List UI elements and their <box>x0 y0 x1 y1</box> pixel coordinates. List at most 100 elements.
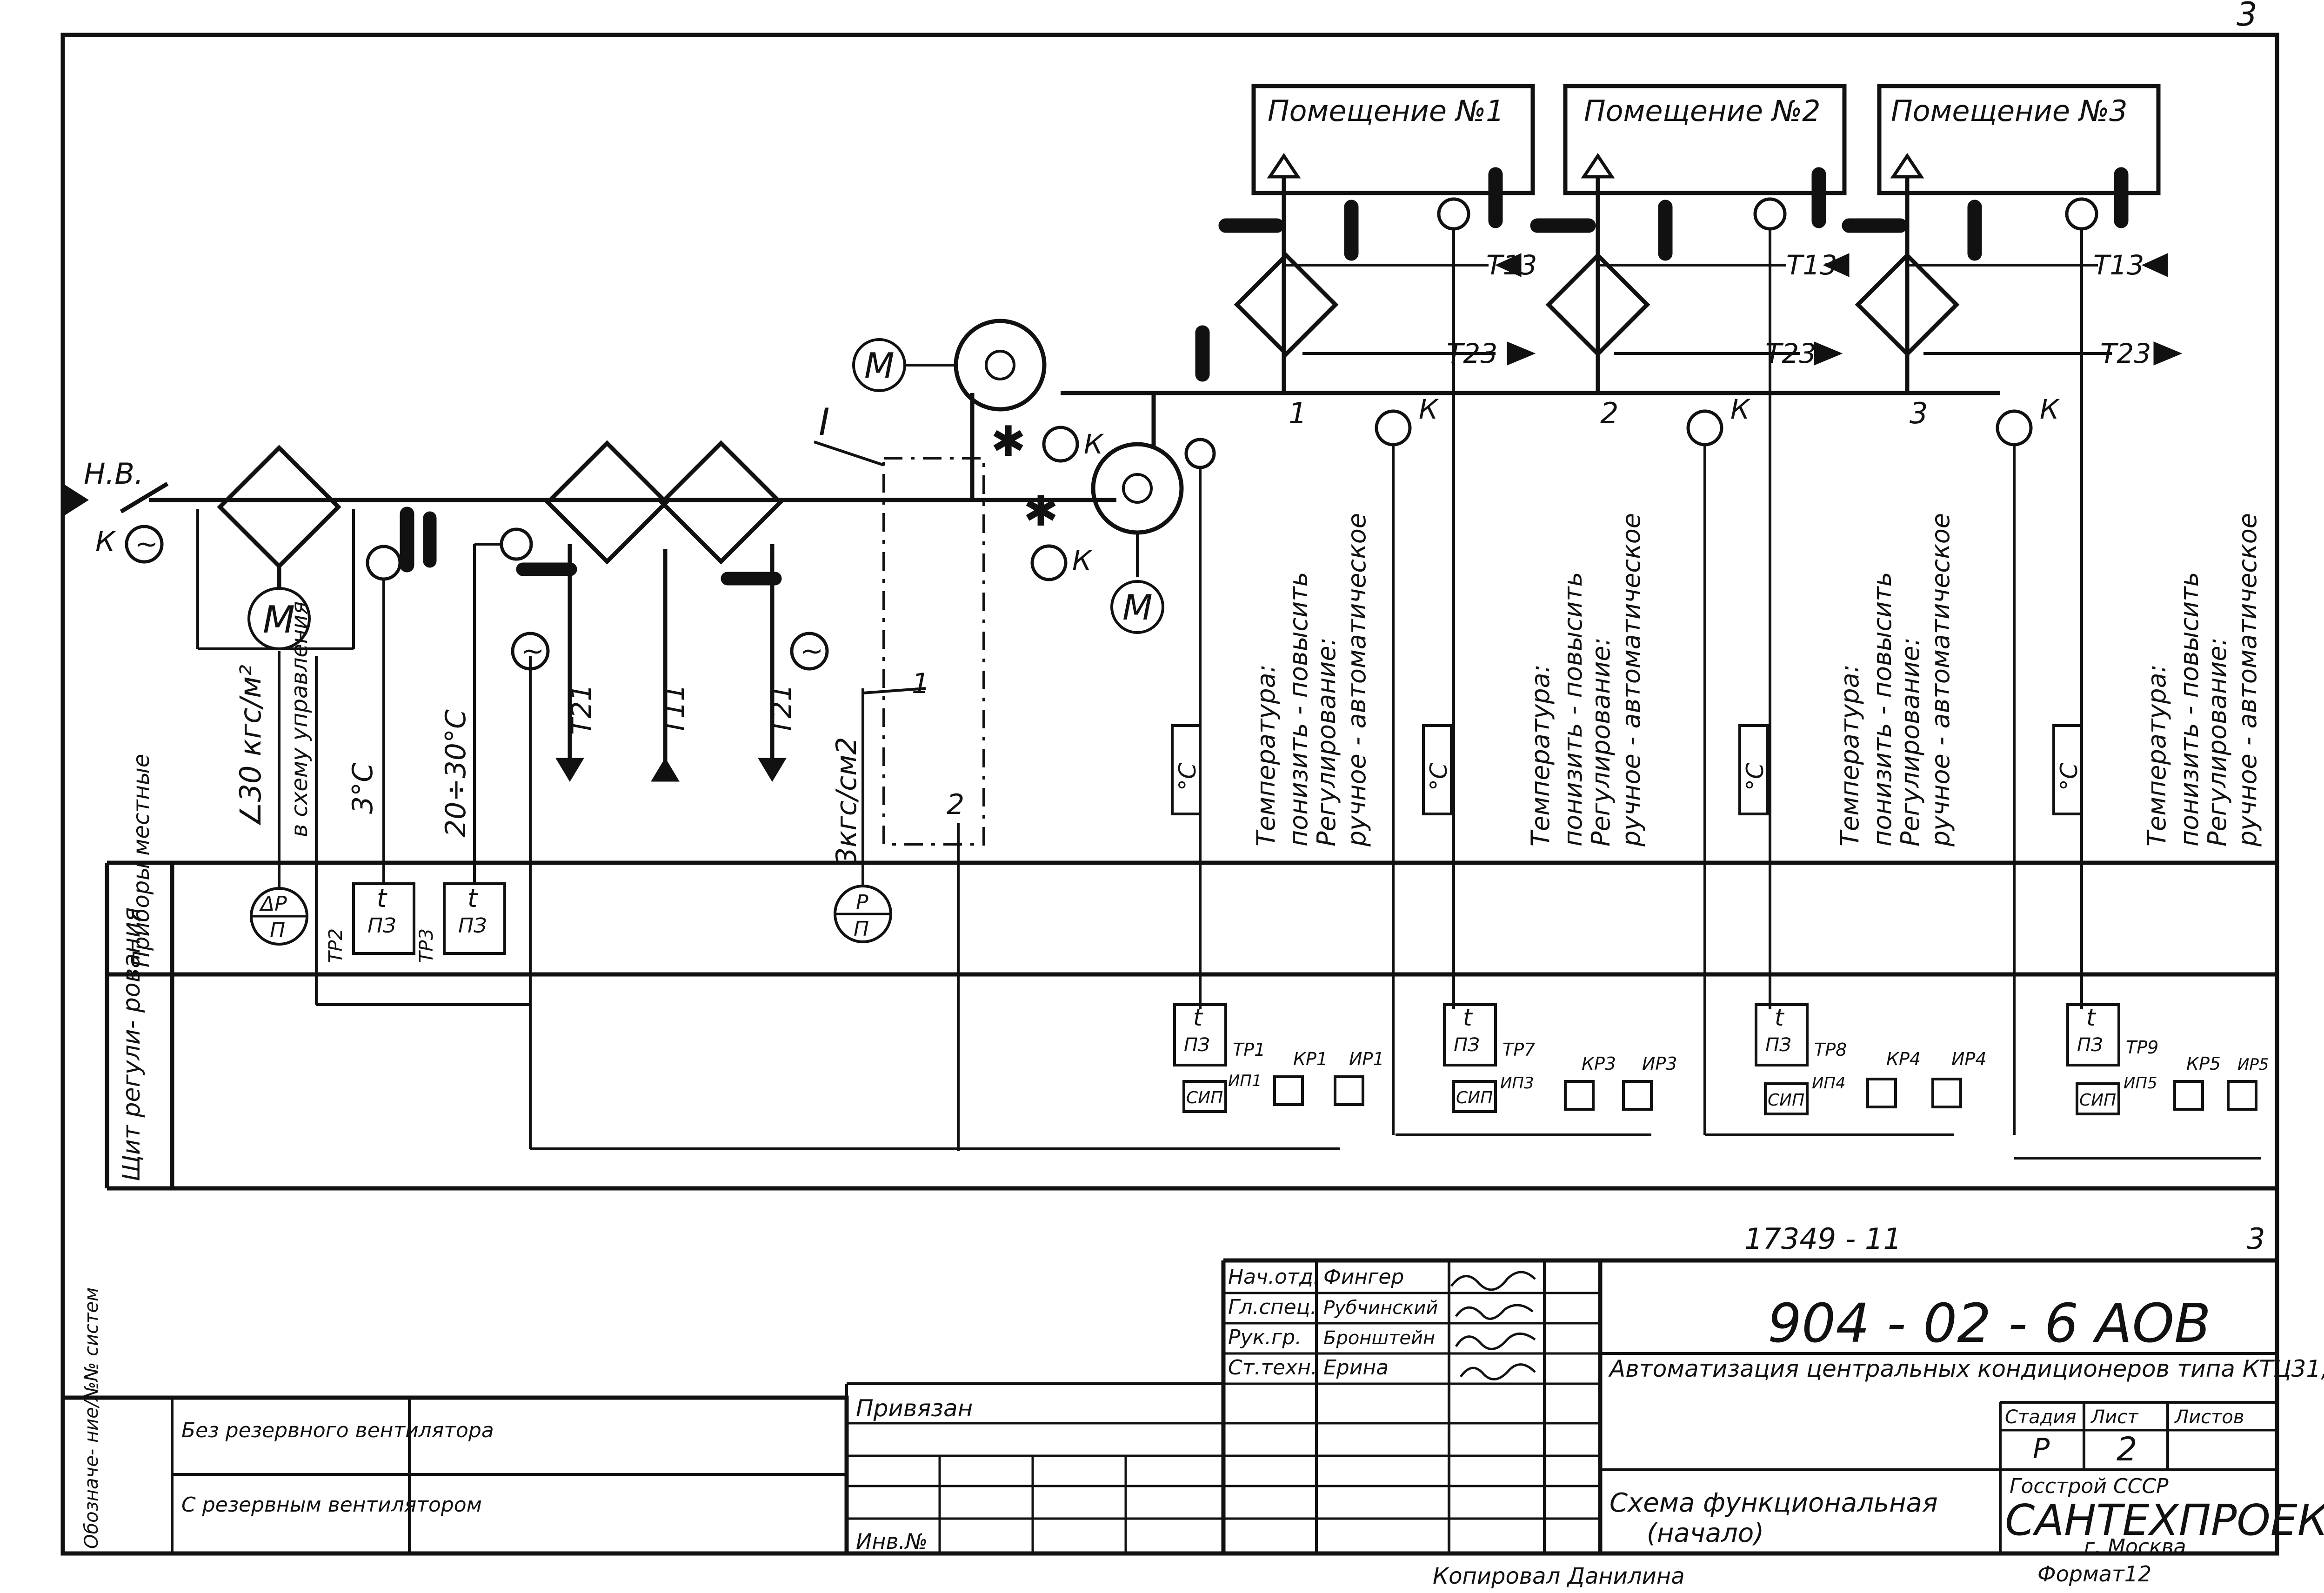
selector-4-label-d: ручное - автоматическое <box>2233 513 2262 847</box>
valve-actuator-right <box>790 632 829 671</box>
zone-3-t23-arrow <box>2153 341 2183 366</box>
panel-unit-2: t ПЗ СИП ТР7 ИП3 КР3 ИР3 <box>1443 1003 1677 1113</box>
temp-controller-tr3: t ПЗ ТР3 <box>416 543 506 963</box>
zone-3-arrow <box>1890 153 1924 179</box>
zone-line-1 <box>862 687 926 694</box>
zone-1-k: К <box>1419 393 1439 425</box>
section-i-label: I <box>819 400 830 444</box>
selector-1-label-a: Температура: <box>1251 664 1281 846</box>
format-label: Формат12 <box>2037 1561 2151 1586</box>
intake-k-label: К <box>95 526 116 558</box>
intake-actuator <box>125 525 164 564</box>
selector-1-deg: °С <box>1174 763 1201 791</box>
zone-3-thermometer <box>2114 167 2129 228</box>
sheet-corner-mark: 3 <box>2237 0 2257 33</box>
signature-4 <box>1459 1363 1536 1380</box>
param-to-control: в схему управления <box>287 601 313 837</box>
tb-role-3: Рук.гр. <box>1228 1326 1302 1349</box>
section-i-box <box>882 457 985 846</box>
tr3-pz: ПЗ <box>458 914 487 938</box>
zone-2-room-sensor <box>1753 197 1787 231</box>
zone-1-thermometer <box>1488 167 1503 228</box>
heater-2 <box>659 440 783 565</box>
panel-unit-4-box <box>2066 1003 2120 1066</box>
row-local-label: Приборы местные <box>128 754 154 967</box>
selector-1-label-c: Регулирование: <box>1312 637 1341 846</box>
fan-damper-star-2: ✱ <box>1023 487 1058 536</box>
sheet-value: 2 <box>2117 1430 2137 1468</box>
signature-1 <box>1450 1271 1536 1291</box>
fan-2-motor-symbol: М <box>1122 587 1153 628</box>
fan-damper-actuator-1 <box>1042 426 1079 463</box>
zone-unit-3: T13 T23 К 3 <box>1842 153 2183 447</box>
zone-1-number: 1 <box>1289 396 1307 430</box>
selector-2-label-c: Регулирование: <box>1586 637 1616 846</box>
zone-3-k: К <box>2040 393 2060 425</box>
panel-unit-1-kr: КР1 <box>1293 1049 1328 1069</box>
zone-2-thermometer-3 <box>1530 218 1596 233</box>
pipe-t11-arrow <box>651 758 680 782</box>
zone-2-thermometer-2 <box>1658 200 1673 261</box>
pressure-gauge-bottom: П <box>854 917 869 941</box>
stage-header: Стадия <box>2005 1406 2076 1428</box>
selector-4-deg-box <box>2052 724 2083 815</box>
tb-role-2: Гл.спец. <box>1228 1295 1317 1319</box>
panel-unit-3: t ПЗ СИП ТР8 ИП4 КР4 ИР4 <box>1755 1003 1987 1115</box>
fan-2-housing <box>1091 442 1184 535</box>
dp-gauge: ΔP П <box>250 651 308 946</box>
room-1: Помещение №1 <box>1251 84 1535 195</box>
panel-unit-2-pz: ПЗ <box>1454 1034 1480 1056</box>
zone-2-thermometer <box>1811 167 1826 228</box>
section-i: I 1 2 <box>814 400 985 1151</box>
thermometer-icon-2 <box>423 511 437 568</box>
room-2-box <box>1563 84 1847 195</box>
fan-2-hub <box>1122 473 1153 504</box>
panel-unit-2-ip: ИП3 <box>1500 1074 1534 1093</box>
panel-unit-4-sip-label: СИП <box>2079 1091 2116 1110</box>
sheets-header: Листов <box>2174 1406 2244 1428</box>
row-panel-label: Щит регули- рования <box>118 907 146 1181</box>
sheet-header: Лист <box>2090 1406 2139 1428</box>
room-3-box <box>1877 84 2161 195</box>
pipe-t21-right-arrow <box>758 758 787 782</box>
tr3-box <box>443 882 506 955</box>
zone-1-t23-tag: T23 <box>1447 338 1497 369</box>
selector-2-label-a: Температура: <box>1526 664 1555 846</box>
panel-unit-2-box <box>1443 1003 1497 1066</box>
temp-controller-tr2: t ПЗ ТР2 <box>325 579 415 963</box>
selector-3-label-d: ручное - автоматическое <box>1926 513 1955 847</box>
panel-unit-2-ir-box <box>1622 1080 1653 1111</box>
panel-unit-1-tr: ТР1 <box>1233 1040 1265 1060</box>
tb-name-2: Рубчинский <box>1323 1297 1438 1319</box>
panel-unit-3-sip-label: СИП <box>1768 1091 1804 1110</box>
panel-unit-3-pz: ПЗ <box>1765 1034 1791 1056</box>
thermometer-icon-4 <box>721 572 782 586</box>
panel-unit-3-ir: ИР4 <box>1951 1049 1987 1069</box>
fan-damper-k-2: К <box>1072 545 1093 576</box>
room-2: Помещение №2 <box>1563 84 1847 195</box>
thermometer-icon-3 <box>516 562 577 576</box>
project-code: 904 - 02 - 6 АОВ <box>1768 1293 2211 1355</box>
zone-2-t13-arrow <box>1823 253 1850 277</box>
zone-2-diamond <box>1545 252 1650 357</box>
selector-1-label-b: понизить - повысить <box>1284 572 1313 846</box>
heater-1 <box>545 440 669 565</box>
panel-unit-3-sip <box>1764 1082 1809 1115</box>
zone-1-thermometer-3 <box>1218 218 1284 233</box>
panel-unit-3-ir-box <box>1931 1078 1962 1108</box>
panel-unit-3-kr-box <box>1866 1078 1897 1108</box>
panel-unit-3-kr: КР4 <box>1886 1049 1921 1069</box>
zone-unit-1: T13 T23 К 1 <box>1218 153 1537 447</box>
pressure-gauge: P П <box>834 688 892 943</box>
selector-group-3: Температура: понизить - повысить Регулир… <box>1738 513 1955 847</box>
valve-actuator-left-symbol: ~ <box>521 635 544 667</box>
zone-1-actuator <box>1375 409 1412 447</box>
project-title-1: Автоматизация центральных кондиционеров … <box>1608 1355 2324 1382</box>
selector-group-2: Температура: понизить - повысить Регулир… <box>1422 513 1646 847</box>
tr2-box <box>352 882 415 955</box>
thermometer-icon <box>400 507 414 573</box>
zone-3-thermometer-2 <box>1967 200 1982 261</box>
param-t2: 20÷30°С <box>440 709 472 837</box>
pressure-gauge-top: P <box>856 891 868 914</box>
